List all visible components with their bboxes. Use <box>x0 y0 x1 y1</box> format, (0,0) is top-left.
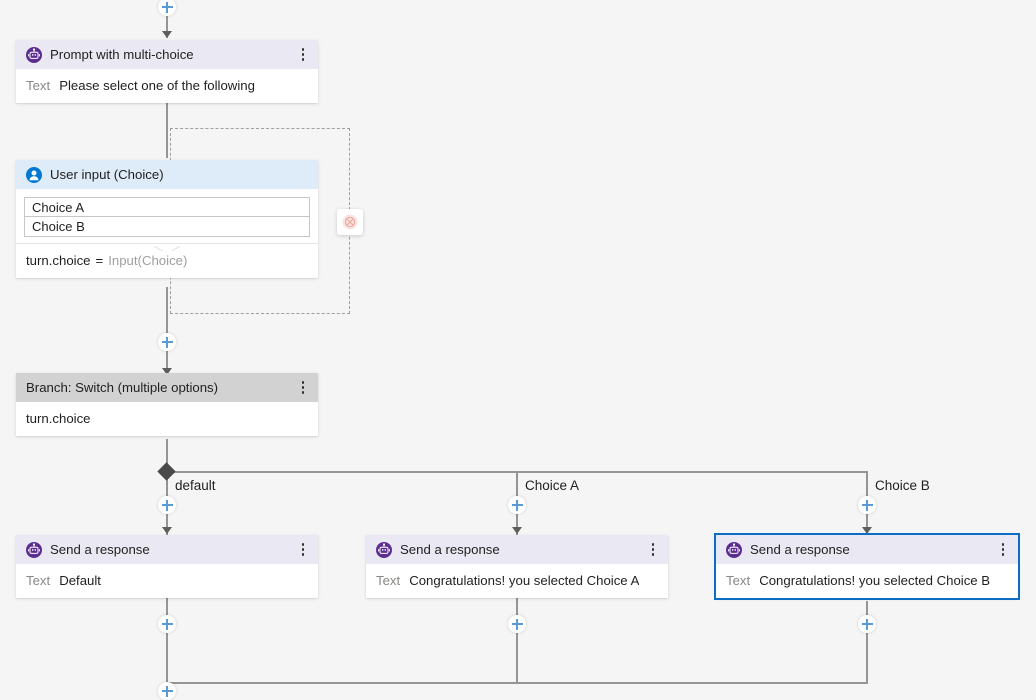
plus-icon <box>861 504 873 506</box>
node-title: Send a response <box>400 542 500 557</box>
plus-icon <box>161 504 173 506</box>
output-value: Input(Choice) <box>108 253 188 268</box>
plus-icon <box>161 6 173 8</box>
arrowhead-into-prompt <box>162 31 172 38</box>
connector-tail-choice-b <box>866 601 868 684</box>
branch-diamond <box>157 462 176 481</box>
node-body: Text Congratulations! you selected Choic… <box>366 564 668 598</box>
node-header[interactable]: Send a response <box>716 535 1018 564</box>
node-field-value: Please select one of the following <box>59 78 255 93</box>
choice-list: Choice A Choice B <box>16 189 318 243</box>
plus-icon <box>861 623 873 625</box>
arrowhead-into-branch <box>162 368 172 375</box>
node-field-value: Default <box>59 573 101 588</box>
node-prompt-with-multi-choice[interactable]: Prompt with multi-choice Text Please sel… <box>16 40 318 103</box>
more-options-icon[interactable] <box>296 46 310 64</box>
node-field-label: Text <box>726 573 751 588</box>
bot-response-icon <box>376 541 392 558</box>
node-body: Text Please select one of the following <box>16 69 318 103</box>
add-node-button-tail-default[interactable] <box>158 615 176 633</box>
node-header[interactable]: Prompt with multi-choice <box>16 40 318 69</box>
more-options-icon[interactable] <box>996 541 1010 559</box>
node-title: Branch: Switch (multiple options) <box>26 380 219 395</box>
node-header[interactable]: Branch: Switch (multiple options) <box>16 373 318 402</box>
add-node-button-choice-b[interactable] <box>858 496 876 514</box>
node-send-response-default[interactable]: Send a response Text Default <box>16 535 318 598</box>
plus-icon <box>161 623 173 625</box>
connector-userinput-to-branch <box>166 287 168 375</box>
choice-option-field[interactable]: Choice B <box>24 217 310 237</box>
node-field-value: Congratulations! you selected Choice A <box>409 573 640 588</box>
node-user-input-choice[interactable]: User input (Choice) Choice A Choice B tu… <box>16 160 318 278</box>
output-property: turn.choice <box>26 253 91 268</box>
node-header[interactable]: Send a response <box>366 535 668 564</box>
add-node-button-before-branch[interactable] <box>158 333 176 351</box>
plus-icon <box>161 341 173 343</box>
node-branch-switch[interactable]: Branch: Switch (multiple options) turn.c… <box>16 373 318 436</box>
node-title: Send a response <box>50 542 150 557</box>
add-node-button-choice-a[interactable] <box>508 496 526 514</box>
node-body: turn.choice <box>16 402 318 436</box>
arrowhead-into-choice-a-response <box>512 527 522 534</box>
node-condition-value: turn.choice <box>26 411 91 426</box>
node-output-row: turn.choice = Input(Choice) <box>16 243 318 278</box>
branch-label-choice-b: Choice B <box>875 478 930 493</box>
connector-tail-default <box>166 597 168 684</box>
output-notch <box>154 242 180 251</box>
connector-tail-choice-a <box>516 597 518 684</box>
interruption-indicator[interactable] <box>337 209 363 235</box>
node-title: User input (Choice) <box>50 167 164 182</box>
node-field-label: Text <box>26 573 51 588</box>
connector-branch-stem <box>166 439 168 472</box>
add-node-button-after-merge[interactable] <box>158 682 176 700</box>
node-header[interactable]: Send a response <box>16 535 318 564</box>
bot-response-icon <box>26 541 42 558</box>
user-input-icon <box>26 166 42 183</box>
more-options-icon[interactable] <box>296 541 310 559</box>
node-field-value: Congratulations! you selected Choice B <box>759 573 991 588</box>
more-options-icon[interactable] <box>646 541 660 559</box>
interruption-blocked-icon <box>342 214 358 230</box>
node-field-label: Text <box>376 573 401 588</box>
node-send-response-choice-a[interactable]: Send a response Text Congratulations! yo… <box>366 535 668 598</box>
add-node-button-tail-choice-b[interactable] <box>858 615 876 633</box>
node-title: Send a response <box>750 542 850 557</box>
branch-label-default: default <box>175 478 216 493</box>
branch-label-choice-a: Choice A <box>525 478 580 493</box>
bot-response-icon <box>26 46 42 63</box>
arrowhead-into-choice-b-response <box>862 527 872 534</box>
node-send-response-choice-b[interactable]: Send a response Text Congratulations! yo… <box>714 533 1020 600</box>
add-node-button-top[interactable] <box>158 0 176 16</box>
add-node-button-tail-choice-a[interactable] <box>508 615 526 633</box>
node-body: Text Default <box>16 564 318 598</box>
choice-option-field[interactable]: Choice A <box>24 197 310 217</box>
more-options-icon[interactable] <box>296 379 310 397</box>
bot-response-icon <box>726 541 742 558</box>
output-equals: = <box>95 253 104 268</box>
connector-top-trunk <box>166 0 168 38</box>
add-node-button-default[interactable] <box>158 496 176 514</box>
node-body: Text Congratulations! you selected Choic… <box>716 564 1018 598</box>
branch-merge-bar <box>166 682 868 684</box>
arrowhead-into-default-response <box>162 527 172 534</box>
plus-icon <box>511 504 523 506</box>
plus-icon <box>161 690 173 692</box>
node-title: Prompt with multi-choice <box>50 47 194 62</box>
node-header[interactable]: User input (Choice) <box>16 160 318 189</box>
plus-icon <box>511 623 523 625</box>
notch-chevron-icon <box>154 245 180 251</box>
node-field-label: Text <box>26 78 51 93</box>
connector-prompt-to-userinput <box>166 102 168 158</box>
